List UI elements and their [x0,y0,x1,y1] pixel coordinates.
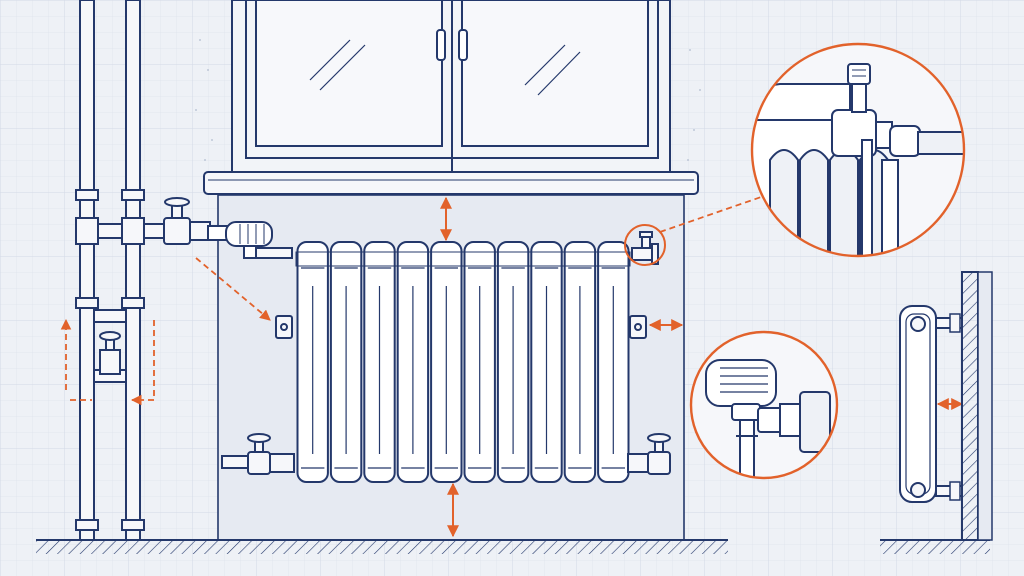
thermostatic-valve-detail [689,330,839,480]
clearance-arrows [440,196,964,538]
window [231,0,671,173]
air-vent-detail [750,42,966,258]
radiator [295,241,631,483]
side-profile-detail [899,271,993,541]
radiator-section [363,241,396,483]
return-valve-right [627,433,671,475]
return-valve-left [221,433,295,475]
radiator-section [530,241,563,483]
radiator-section [563,241,597,483]
radiator-section [430,241,463,483]
air-vent-callout [624,224,666,266]
flow-indicators [60,195,765,406]
bypass-valve [99,331,121,351]
windowsill [203,171,699,195]
air-vent [631,231,659,265]
radiator-section [597,241,630,483]
thermostatic-head [207,221,293,259]
floor [36,539,990,554]
radiator-section [296,241,329,483]
radiator-section [329,241,363,483]
radiator-section [496,241,530,483]
supply-valve [163,197,211,245]
wall-brackets [275,315,647,339]
riser-pipes [75,0,203,541]
radiator-section [463,241,496,483]
radiator-section [396,241,430,483]
